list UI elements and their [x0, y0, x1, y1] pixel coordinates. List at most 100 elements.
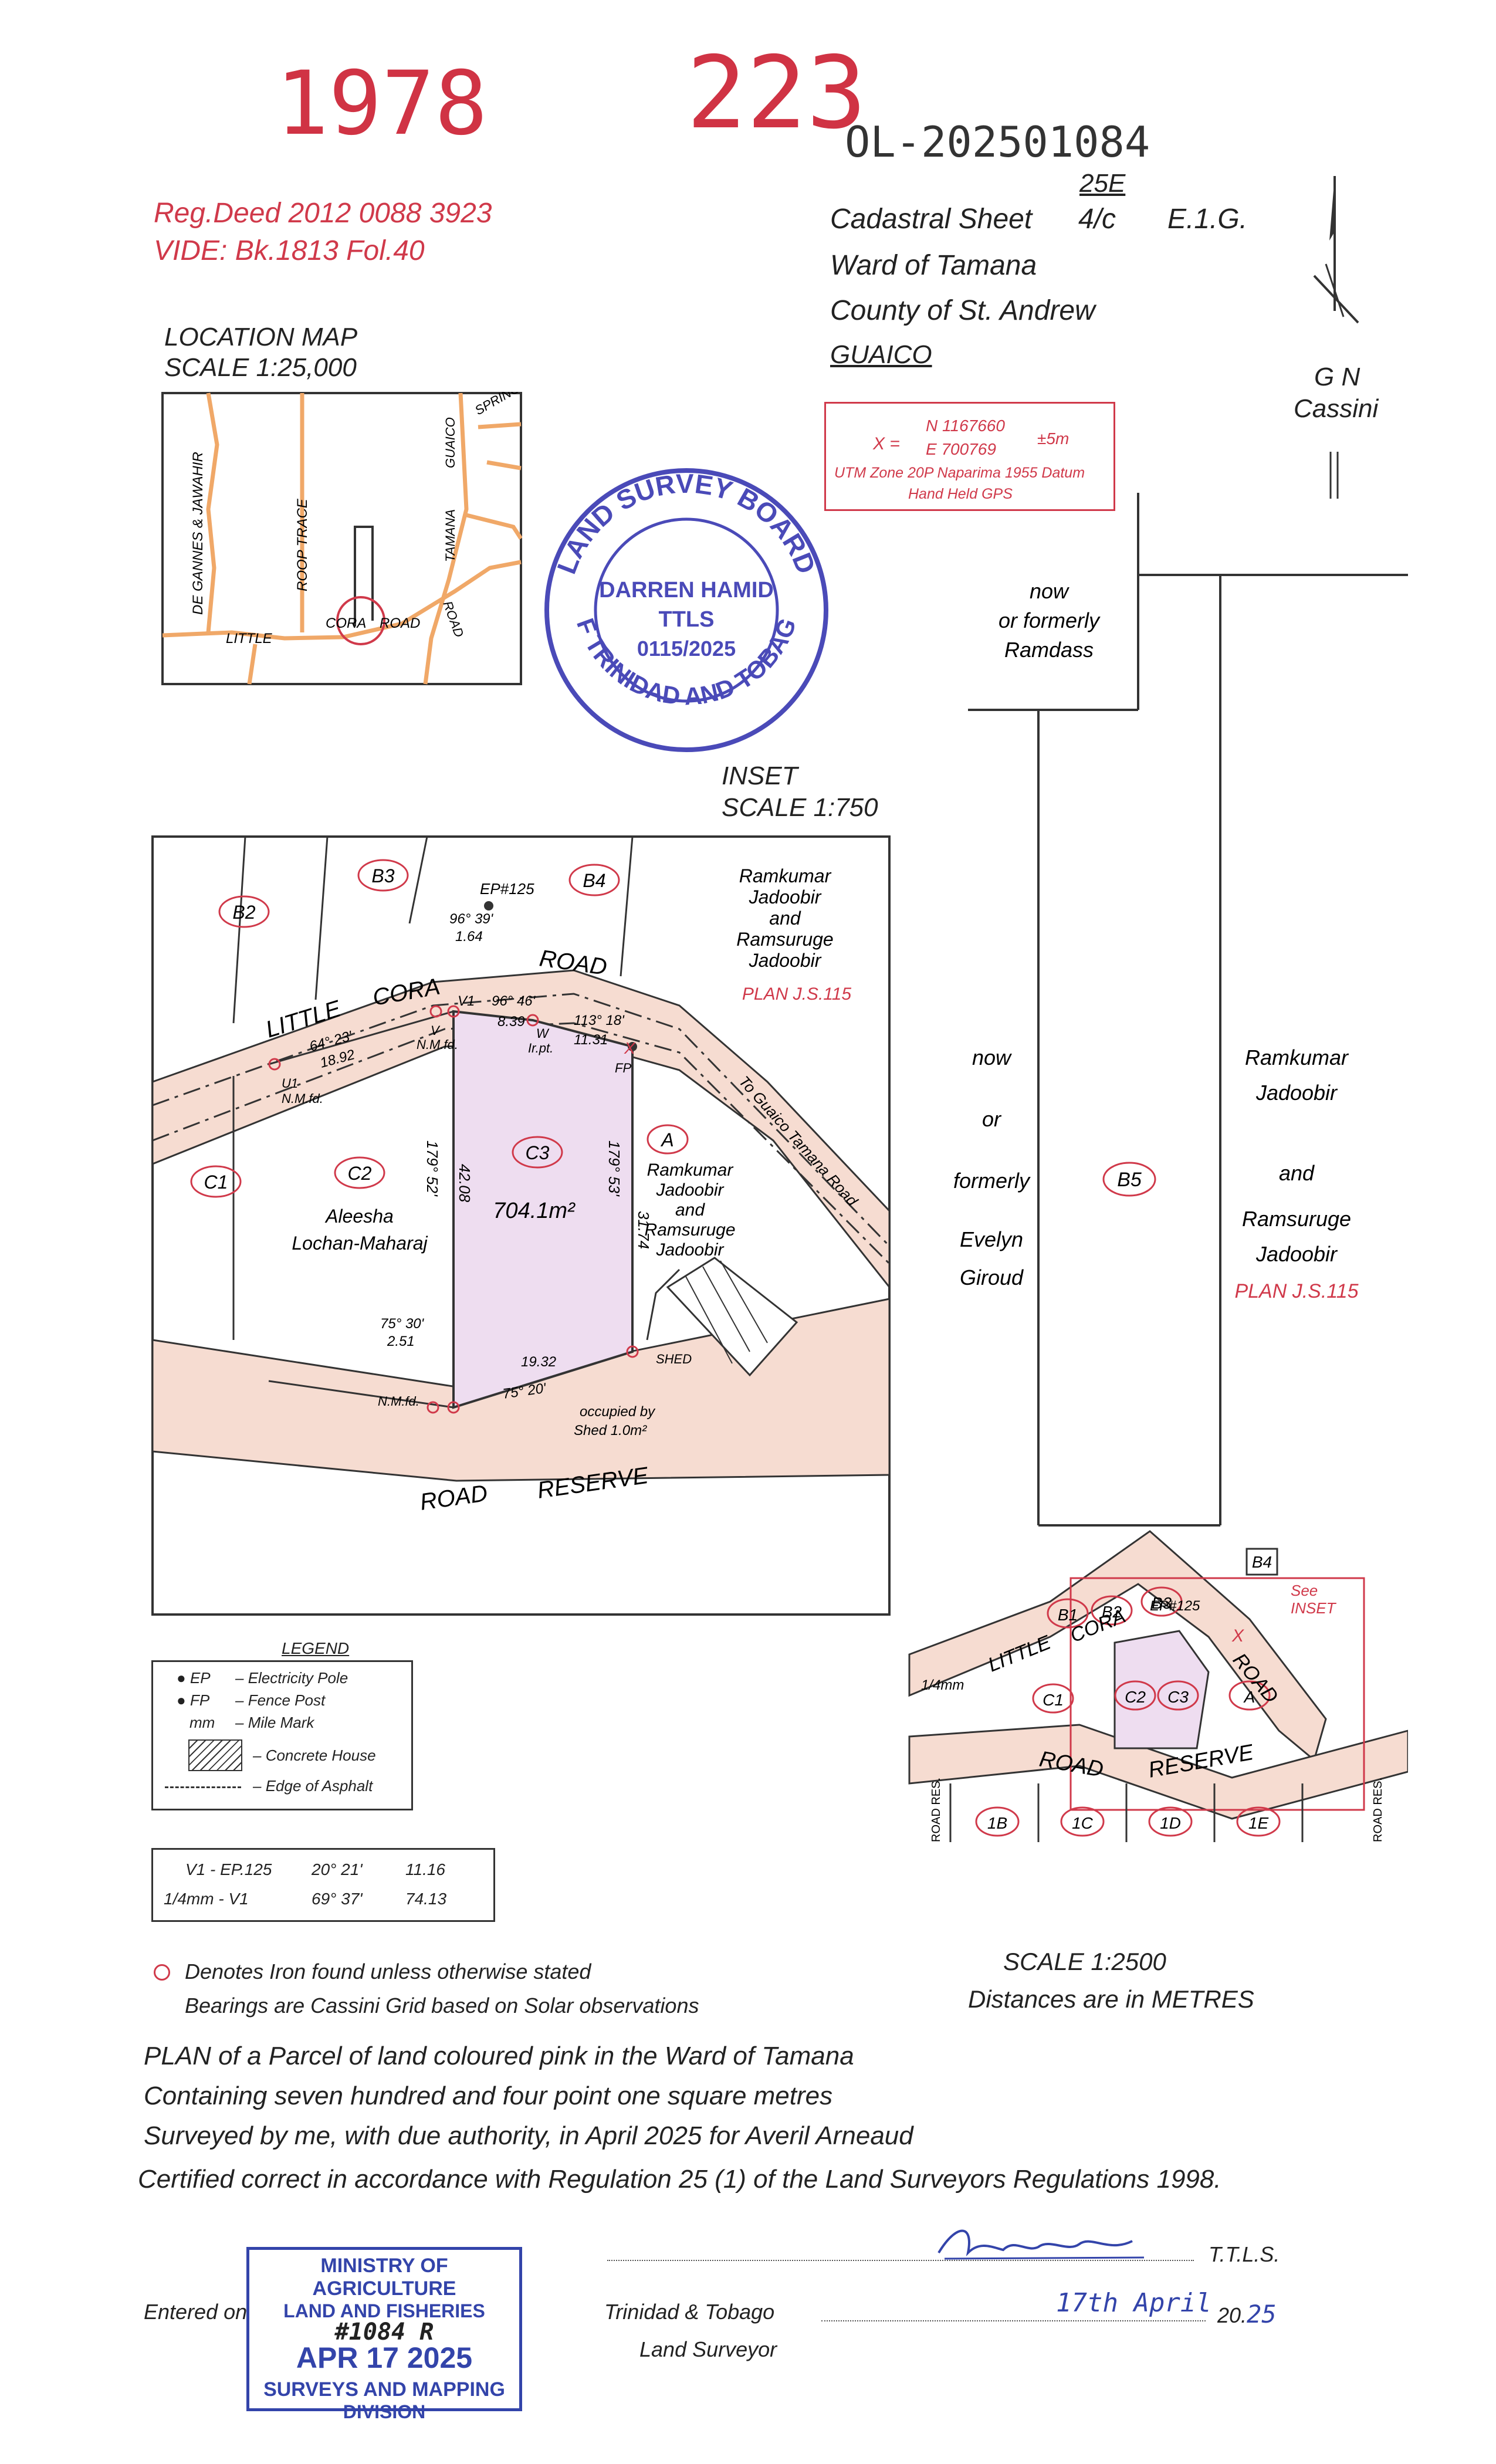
file-number: OL-202501084: [845, 117, 1150, 167]
ministry-line-5: DIVISION: [343, 2401, 426, 2422]
nmfd-u: N.M.fd.: [282, 1091, 323, 1106]
east-plan: PLAN J.S.115: [1234, 1280, 1358, 1302]
lower-ep125: EP#125: [1150, 1598, 1200, 1614]
north-gn-label: G N: [1314, 363, 1360, 391]
inset-c2-owner-2: Lochan-Maharaj: [292, 1233, 428, 1254]
lower-lot-c2: C2: [1125, 1688, 1146, 1706]
ministry-line-2: LAND AND FISHERIES: [283, 2300, 485, 2321]
brg-west: 179° 52': [424, 1140, 441, 1197]
coord-datum: UTM Zone 20P Naparima 1955 Datum: [834, 465, 1085, 481]
see-inset-1: See: [1291, 1582, 1318, 1599]
label-fp: FP: [615, 1061, 631, 1075]
sheet-fraction: 4/c: [1078, 204, 1116, 235]
dist-ep: 1.64: [455, 929, 483, 945]
tie-row-0-from: V1 - EP.125: [185, 1860, 272, 1879]
legend-fp-desc: Fence Post: [248, 1691, 326, 1709]
west-or: or: [982, 1107, 1002, 1131]
brg-sw: 75° 30': [380, 1316, 425, 1332]
entered-on: Entered on: [144, 2300, 248, 2324]
quarter-mile-mark: 1/4mm: [921, 1677, 964, 1693]
loc-label-roop: ROOP TRACE: [295, 498, 310, 591]
dist-sw: 2.51: [387, 1333, 415, 1349]
plan-now: now: [1030, 579, 1069, 603]
tie-row-1-dist: 74.13: [405, 1890, 447, 1908]
reg-deed: Reg.Deed 2012 0088 3923: [154, 198, 492, 229]
lower-lot-b3: B3: [1152, 1594, 1172, 1612]
loc-label-cora: CORA: [326, 615, 366, 631]
note-distances: Distances are in METRES: [968, 1985, 1254, 2013]
inset-ne-owner-2: Jadoobir: [749, 886, 822, 908]
note-iron: Denotes Iron found unless otherwise stat…: [185, 1959, 591, 1984]
cadastral-label: Cadastral Sheet: [830, 204, 1033, 235]
inset-lot-b2: B2: [232, 902, 255, 923]
nmfd-v: N.M.fd.: [417, 1037, 458, 1052]
legend-ep-desc: Electricity Pole: [248, 1669, 348, 1687]
location-map-scale: SCALE 1:25,000: [164, 353, 357, 382]
north-arrow-icon: [1313, 176, 1359, 499]
signature-line: [607, 2260, 1194, 2261]
year-suffix: 25: [1247, 2300, 1277, 2328]
inset-a-owner-2: Jadoobir: [655, 1180, 724, 1200]
legend-house-desc: Concrete House: [265, 1747, 376, 1764]
coord-method: Hand Held GPS: [908, 486, 1013, 502]
dist-wx: 11.31: [574, 1032, 608, 1048]
brg-ep: 96° 39': [449, 911, 494, 927]
inset-c2-owner-1: Aleesha: [324, 1206, 394, 1227]
seal-name: DARREN HAMID: [599, 578, 774, 603]
west-formerly: formerly: [953, 1169, 1031, 1193]
ministry-line-1: MINISTRY OF AGRICULTURE: [312, 2255, 456, 2300]
legend-mm-desc: Mile Mark: [248, 1714, 314, 1731]
nmfd-sw: N.M.fd.: [378, 1394, 419, 1409]
road-res-left: ROAD RES.: [930, 1778, 943, 1842]
concrete-house-swatch: [188, 1739, 242, 1771]
coordinates-box: X = N 1167660 E 700769 ±5m UTM Zone 20P …: [824, 402, 1115, 511]
sheet-suffix: E.1.G.: [1167, 204, 1248, 235]
tie-row-1-bearing: 69° 37': [312, 1890, 363, 1908]
legend-fp-code: FP: [189, 1691, 210, 1709]
legend-ep-code: EP: [189, 1669, 211, 1687]
signature-land-surveyor: Land Surveyor: [639, 2337, 777, 2361]
note-bearings: Bearings are Cassini Grid based on Solar…: [185, 1993, 699, 2018]
inset-lot-b3: B3: [371, 865, 394, 886]
county: County of St. Andrew: [830, 295, 1095, 326]
inset-ne-owner-4: Ramsuruge: [736, 929, 833, 950]
legend-box: ● EP – Electricity Pole ● FP – Fence Pos…: [151, 1660, 413, 1810]
lower-x-mark: X: [1231, 1626, 1244, 1646]
lower-lot-b2: B2: [1102, 1603, 1122, 1621]
plan-ramdass: Ramdass: [1004, 638, 1094, 662]
ministry-line-4: SURVEYS AND MAPPING: [263, 2378, 505, 2401]
dist-west: 42.08: [456, 1164, 473, 1203]
ward: Ward of Tamana: [830, 250, 1037, 281]
main-plan: now or formerly Ramdass now or formerly …: [908, 493, 1408, 1842]
dist-v1w: 8.39: [497, 1014, 525, 1030]
east-owner-4: Ramsuruge: [1242, 1207, 1351, 1231]
inset-a-owner-3: and: [675, 1200, 705, 1220]
inset-a-owner-1: Ramkumar: [647, 1160, 734, 1180]
date-line: [821, 2320, 1206, 2321]
statement-line-3: Surveyed by me, with due authority, in A…: [144, 2121, 913, 2150]
coord-x-label: X =: [873, 434, 900, 453]
statement-line-2: Containing seven hundred and four point …: [144, 2081, 833, 2110]
tie-table: V1 - EP.125 20° 21' 11.16 1/4mm - V1 69°…: [151, 1848, 495, 1922]
signature-date-day: 17th April: [1056, 2288, 1211, 2318]
vide-reference: VIDE: Bk.1813 Fol.40: [154, 235, 425, 266]
inset-scale: SCALE 1:750: [722, 793, 878, 822]
inset-lot-b4: B4: [583, 870, 605, 891]
inset-ep125: EP#125: [480, 880, 534, 898]
lower-lot-1b: 1B: [987, 1814, 1007, 1832]
inset-ne-owner-5: Jadoobir: [749, 950, 822, 971]
coord-northing: N 1167660: [926, 417, 1005, 435]
inset-lot-c1: C1: [204, 1172, 228, 1193]
lot-b5: B5: [1117, 1169, 1142, 1191]
label-v: V: [431, 1023, 441, 1038]
tie-row-1-from: 1/4mm - V1: [164, 1890, 249, 1908]
west-giroud: Giroud: [960, 1265, 1024, 1289]
lower-lot-1d: 1D: [1160, 1814, 1181, 1832]
label-ir-pt: Ir.pt.: [528, 1041, 553, 1055]
tie-row-0-dist: 11.16: [405, 1860, 445, 1879]
seal-ring-top: LAND SURVEY BOARD: [551, 468, 822, 578]
label-u1: U1: [282, 1076, 298, 1091]
inset-a-owner-5: Jadoobir: [655, 1240, 724, 1260]
coord-accuracy: ±5m: [1037, 429, 1069, 448]
inset-lot-a: A: [660, 1129, 673, 1150]
